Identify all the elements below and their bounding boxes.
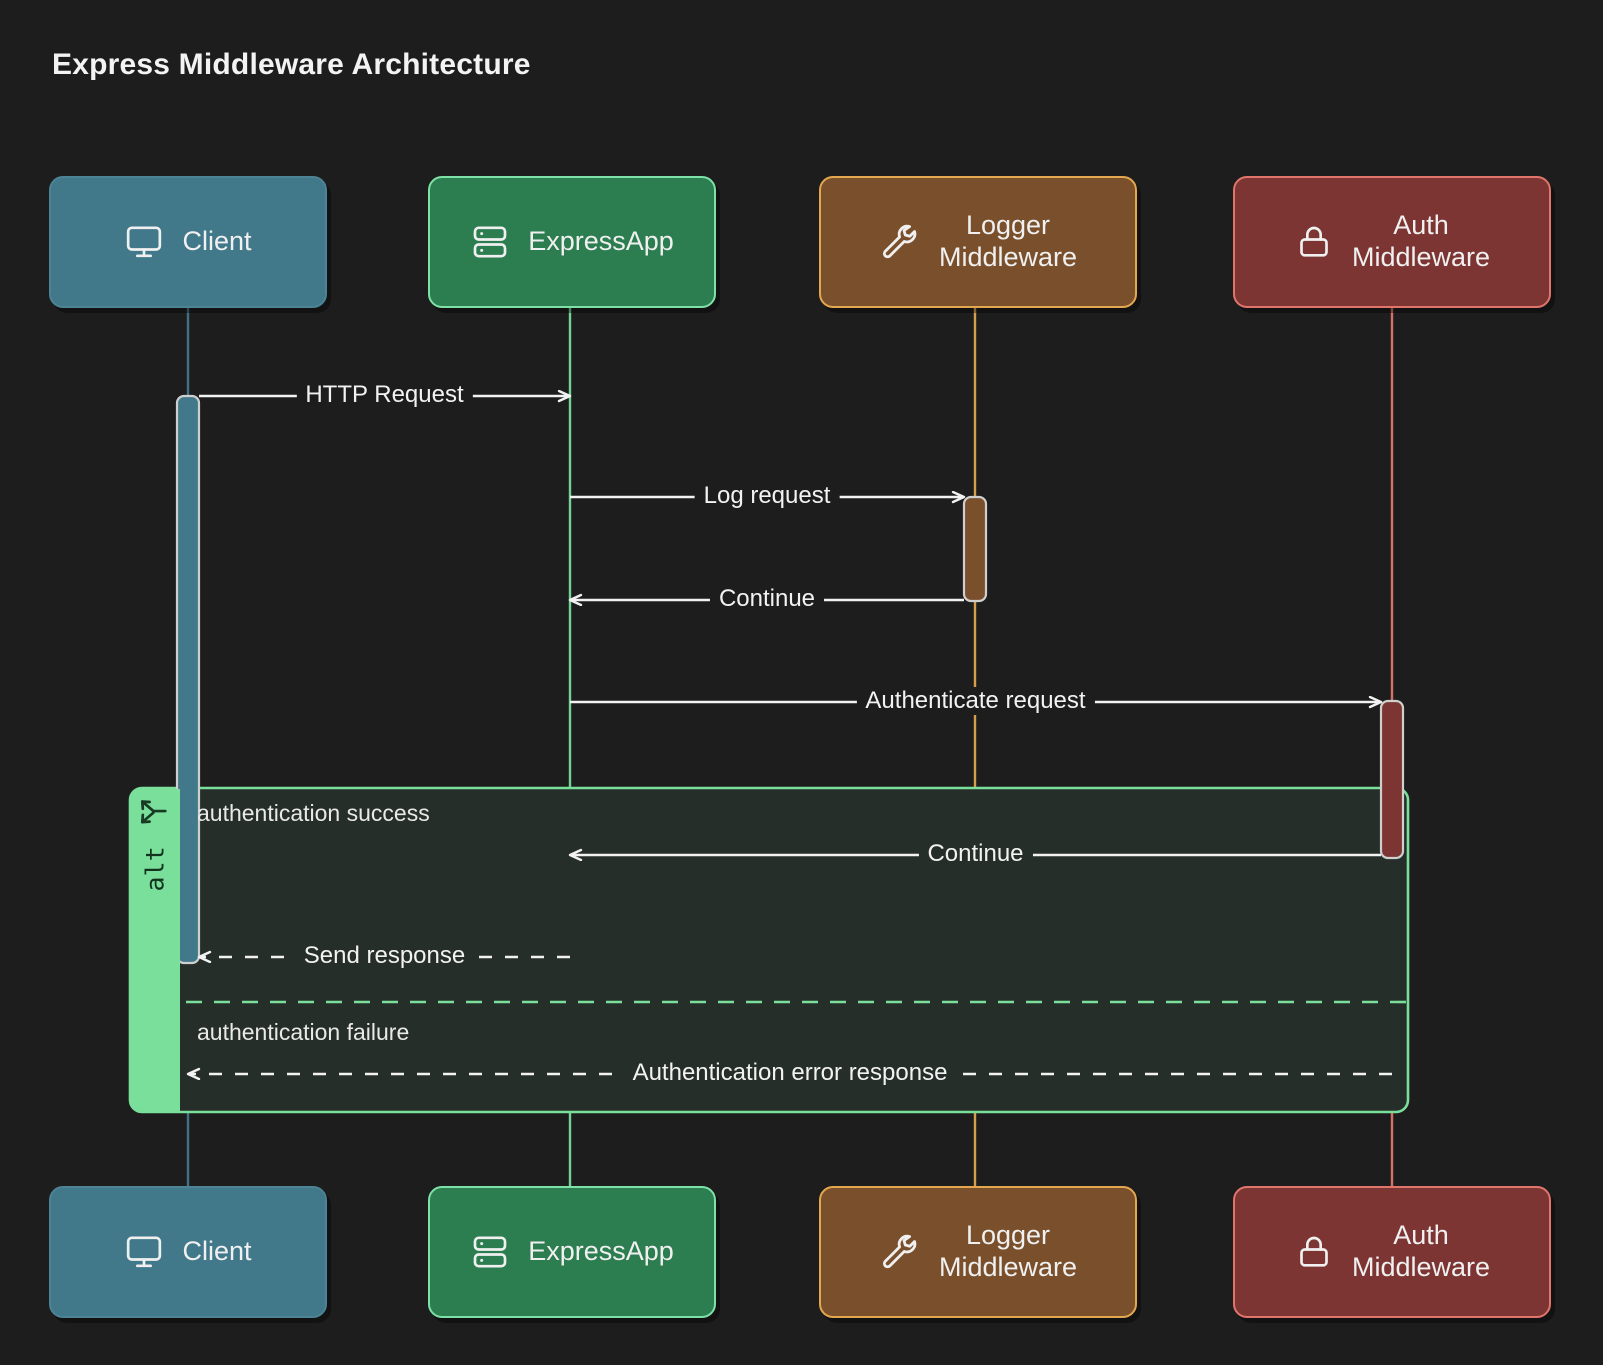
lock-icon xyxy=(1294,222,1334,262)
monitor-icon xyxy=(124,1232,164,1272)
message-label-m3: Continue xyxy=(709,585,825,613)
participant-client-bottom[interactable]: Client xyxy=(49,1186,327,1318)
message-label-m6: Send response xyxy=(294,942,475,970)
server-stack-icon xyxy=(470,222,510,262)
participant-auth-bottom[interactable]: Auth Middleware xyxy=(1233,1186,1551,1318)
message-label-m7: Authentication error response xyxy=(623,1059,957,1087)
activation-bar-client xyxy=(175,394,201,965)
participant-expressapp-bottom[interactable]: ExpressApp xyxy=(428,1186,716,1318)
participant-label: Client xyxy=(182,226,252,257)
participant-expressapp-top[interactable]: ExpressApp xyxy=(428,176,716,308)
participant-client-top[interactable]: Client xyxy=(49,176,327,308)
participant-label: Auth Middleware xyxy=(1351,1220,1491,1282)
activation-bars-group xyxy=(175,394,1405,965)
activation-bar-logger xyxy=(962,495,988,603)
wrench-icon xyxy=(879,1231,921,1273)
participant-logger-bottom[interactable]: Logger Middleware xyxy=(819,1186,1137,1318)
participant-label: Auth Middleware xyxy=(1351,210,1491,272)
participant-label: Client xyxy=(182,1236,252,1267)
alt-keyword-label: alt xyxy=(140,846,170,892)
participant-label: ExpressApp xyxy=(528,1236,674,1267)
message-label-m2: Log request xyxy=(694,482,840,510)
participant-label: Logger Middleware xyxy=(938,1220,1078,1282)
alt-fragment-tab xyxy=(130,789,180,1111)
monitor-icon xyxy=(124,222,164,262)
page-title: Express Middleware Architecture xyxy=(52,48,531,81)
participant-label: Logger Middleware xyxy=(938,210,1078,272)
message-label-m5: Continue xyxy=(918,840,1033,868)
participant-logger-top[interactable]: Logger Middleware xyxy=(819,176,1137,308)
server-stack-icon xyxy=(470,1232,510,1272)
branch-arrows-icon xyxy=(136,796,174,839)
wrench-icon xyxy=(879,221,921,263)
message-label-m4: Authenticate request xyxy=(856,687,1095,715)
alt-condition-failure: authentication failure xyxy=(197,1019,410,1045)
participant-auth-top[interactable]: Auth Middleware xyxy=(1233,176,1551,308)
alt-condition-success: authentication success xyxy=(197,800,430,826)
activation-bar-auth xyxy=(1379,699,1405,860)
lock-icon xyxy=(1294,1232,1334,1272)
participant-label: ExpressApp xyxy=(528,226,674,257)
message-label-m1: HTTP Request xyxy=(296,381,473,409)
